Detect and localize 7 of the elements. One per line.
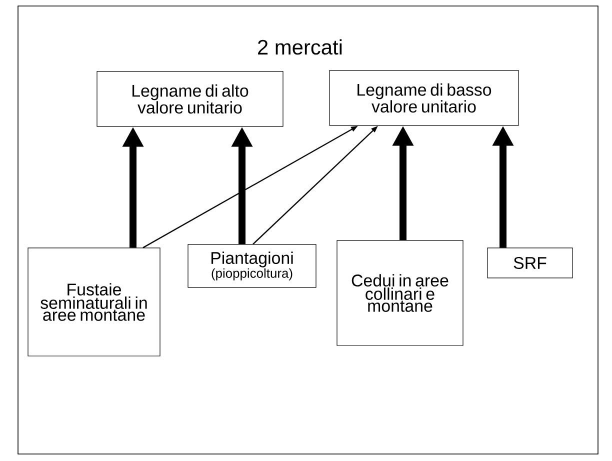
text-box: Piantagioni (pioppicoltura): [188, 244, 316, 288]
title: 2 mercati: [258, 39, 342, 55]
text-box: Legname di alto valore unitario: [96, 71, 284, 127]
text-box: Fustaie seminaturali in aree montane: [28, 248, 160, 356]
text-box: Cedui in aree collinari e montane: [336, 240, 464, 346]
text-box: Legname di basso valore unitario: [329, 70, 519, 126]
text-box: SRF: [487, 248, 573, 278]
